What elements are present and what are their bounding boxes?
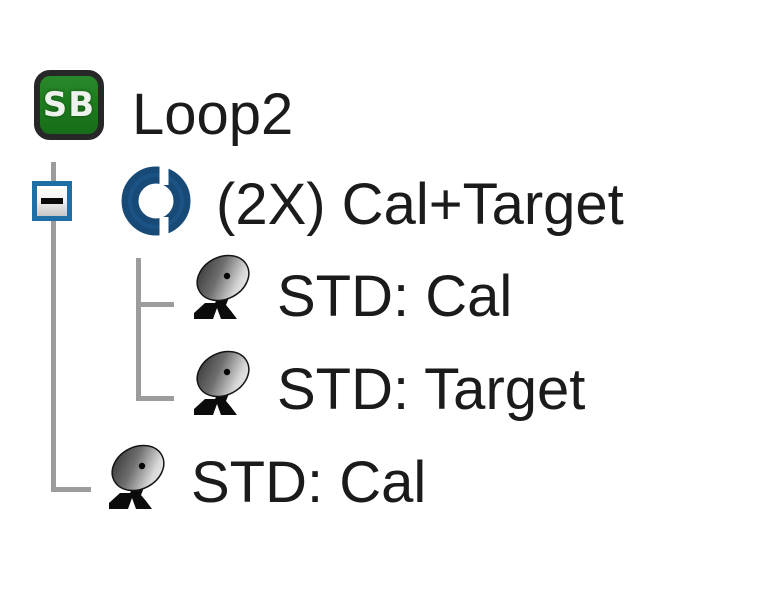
antenna-dish-icon <box>106 441 174 513</box>
tree-line-branch-std-target <box>136 396 174 401</box>
tree-line-branch-std-cal <box>136 302 174 307</box>
tree-line-loop-vertical <box>136 258 141 396</box>
tree-line-root-vertical-lower <box>51 221 56 487</box>
collapse-minus-icon <box>41 198 63 204</box>
tree-node-std-cal-1-label: STD: Cal <box>277 264 513 329</box>
collapse-toggle[interactable] <box>32 181 72 221</box>
sb-badge-icon: SB <box>34 70 104 140</box>
antenna-dish-icon <box>191 251 259 323</box>
sb-badge-text: SB <box>42 85 96 125</box>
antenna-dish-icon <box>191 347 259 419</box>
tree-line-branch-last-child <box>51 487 91 492</box>
tree-node-loop-label: (2X) Cal+Target <box>216 172 624 237</box>
tree-node-std-cal-2-label: STD: Cal <box>191 450 427 515</box>
tree-line-root-vertical <box>51 162 56 181</box>
loop-arrows-icon <box>119 164 193 238</box>
tree-node-std-target-label: STD: Target <box>277 357 586 422</box>
tree-node-root-label: Loop2 <box>132 82 294 147</box>
